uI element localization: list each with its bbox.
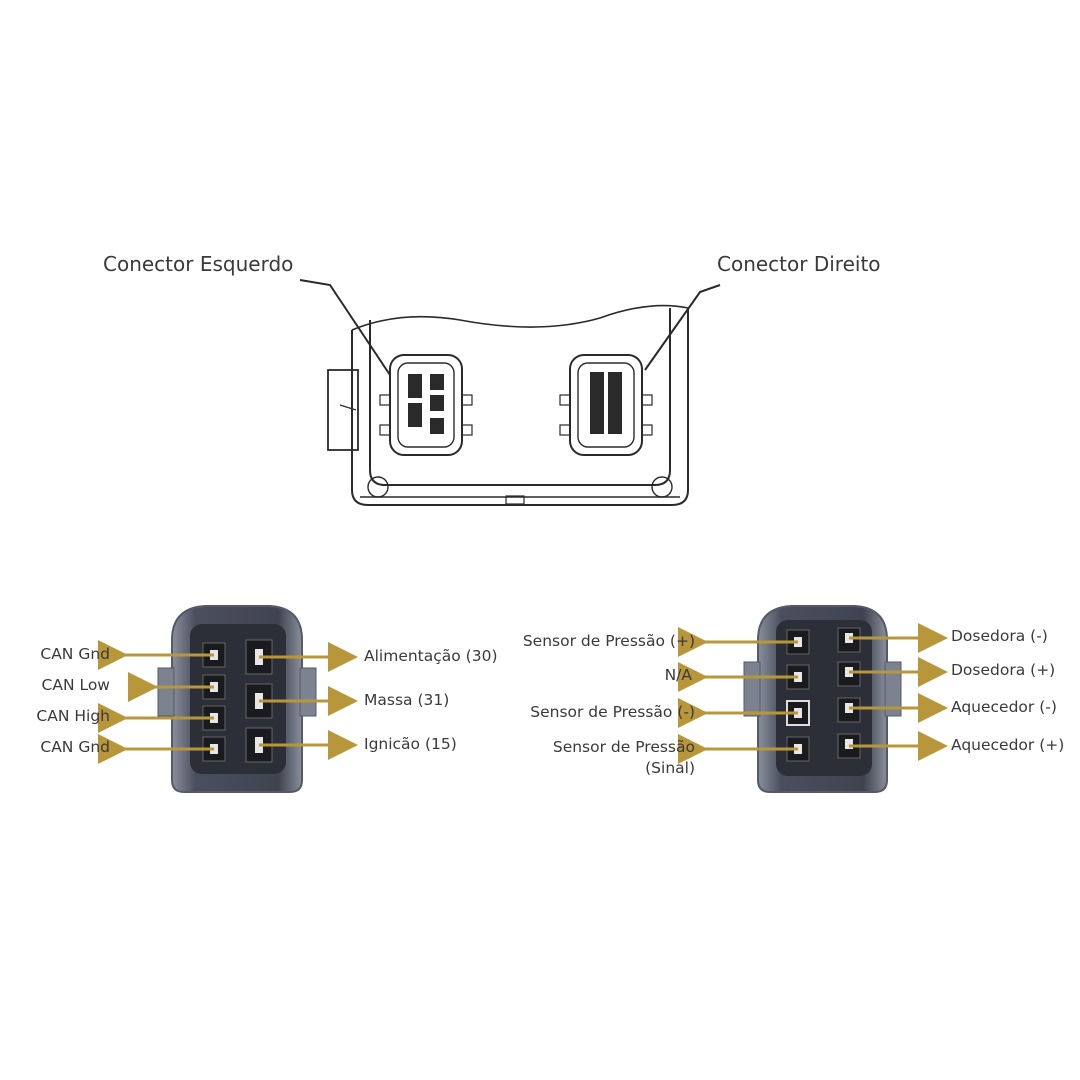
right-connector-title: Conector Direito — [717, 252, 881, 276]
pin-label-ignicao: Ignicão (15) — [364, 735, 457, 753]
pin-label-sensor-pressao-minus: Sensor de Pressão (-) — [530, 703, 695, 721]
pin-label-sensor-pressao-plus: Sensor de Pressão (+) — [522, 632, 695, 650]
pin-label-dosedora-plus: Dosedora (+) — [951, 661, 1056, 679]
pin-label-massa: Massa (31) — [364, 691, 450, 709]
right-leader-line — [644, 284, 721, 371]
pin-label-alimentacao: Alimentação (30) — [364, 647, 498, 665]
left-connector-housing — [157, 605, 317, 793]
module-body — [351, 308, 689, 506]
pin-label-can-low: CAN Low — [41, 676, 110, 694]
pin-label-sensor-pressao-sinal: Sensor de Pressão — [552, 738, 695, 756]
pin-label-dosedora-minus: Dosedora (-) — [951, 627, 1048, 645]
pin-label-sinal: (Sinal) — [645, 759, 695, 777]
pin-label-can-high: CAN High — [36, 707, 110, 725]
pin-label-aquecedor-plus: Aquecedor (+) — [951, 736, 1065, 754]
left-connector-title: Conector Esquerdo — [103, 252, 294, 276]
pin-label-aquecedor-minus: Aquecedor (-) — [951, 698, 1057, 716]
pin-label-na: N/A — [664, 666, 692, 684]
right-connector-housing — [743, 605, 902, 793]
pin-label-can-gnd-2: CAN Gnd — [40, 738, 110, 756]
pin-label-can-gnd-1: CAN Gnd — [40, 645, 110, 663]
